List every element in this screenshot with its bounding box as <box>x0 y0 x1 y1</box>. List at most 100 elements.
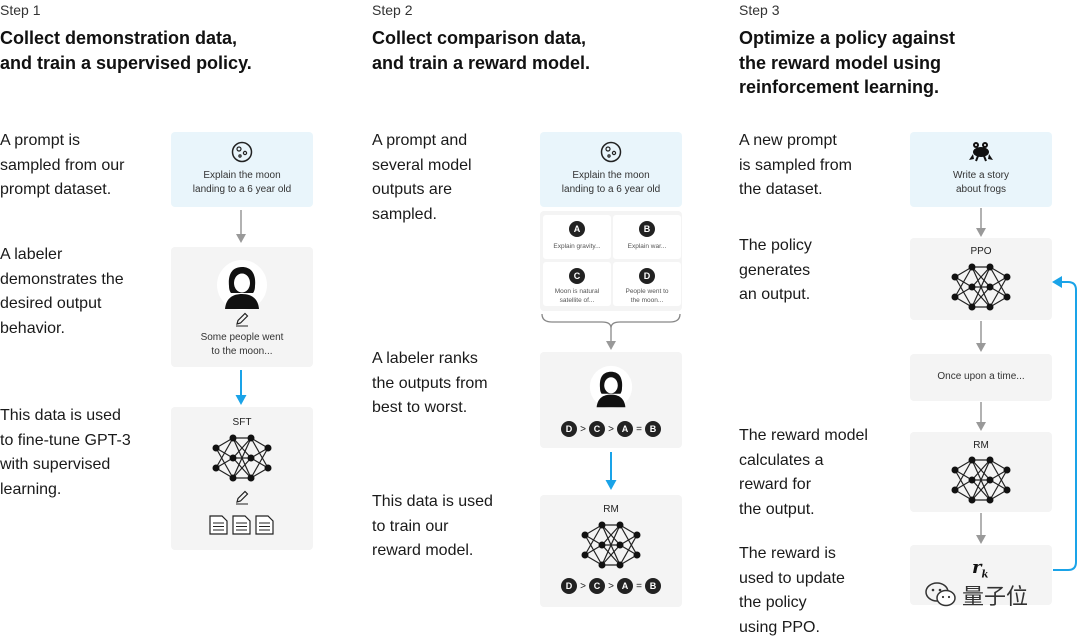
moon-icon <box>600 141 622 163</box>
desc-line: A prompt and <box>372 132 468 149</box>
step2-title-line1: Collect comparison data, <box>372 28 587 48</box>
desc-line: the outputs from <box>372 374 488 392</box>
output-card-b: B Explain war... <box>613 215 681 259</box>
neural-network-icon <box>951 456 1011 504</box>
frog-icon <box>969 142 993 162</box>
output-card-c: C Moon is natural satellite of... <box>543 262 611 306</box>
bracket-arrow <box>541 313 681 350</box>
flow-arrow <box>236 210 246 243</box>
desc-line: generates <box>739 261 811 279</box>
ppo-update-arrow <box>1052 276 1077 571</box>
neural-network-icon <box>951 263 1011 311</box>
desc-line: The reward model <box>739 427 868 444</box>
desc-line: with supervised <box>0 456 111 473</box>
rank-letter: D <box>561 421 577 437</box>
output-letter: B <box>639 221 655 237</box>
sft-label: SFT <box>232 417 252 428</box>
output-letter: A <box>569 221 585 237</box>
rm-label: RM <box>973 440 989 451</box>
step1-label: Step 1 <box>0 2 41 18</box>
watermark-text: 量子位 <box>962 584 1029 609</box>
step3-desc-update: The reward is used to update the policy … <box>739 542 845 640</box>
prompt-line2: about frogs <box>955 184 1007 195</box>
step2-desc-train: This data is used to train our reward mo… <box>372 490 493 564</box>
output-text: Moon is natural satellite of... <box>543 287 611 305</box>
output-card-a: A Explain gravity... <box>543 215 611 259</box>
rank-letter: A <box>617 578 633 594</box>
desc-line: is sampled from <box>739 156 852 174</box>
rank-operator: > <box>608 580 614 592</box>
rank-operator: = <box>636 423 642 435</box>
output-text-line: People went to <box>625 288 669 295</box>
step3-label: Step 3 <box>739 2 780 18</box>
step3-title: Optimize a policy against the reward mod… <box>739 26 955 100</box>
desc-line: sampled from our <box>0 156 125 174</box>
desc-line: the output. <box>739 500 815 518</box>
rank-letter: C <box>589 421 605 437</box>
step3-desc-reward-model: The reward model calculates a reward for… <box>739 424 868 522</box>
output-text-line: satellite of... <box>559 297 595 304</box>
pencil-icon <box>236 490 249 505</box>
prompt-line1: Write a story <box>953 170 1009 181</box>
step1-title: Collect demonstration data, and train a … <box>0 26 252 75</box>
step2-title-line2: and train a reward model. <box>372 52 591 73</box>
policy-output-text: Once upon a time... <box>937 371 1025 382</box>
output-text: People went to the moon... <box>613 287 681 305</box>
prompt-line2: landing to a 6 year old <box>192 184 292 195</box>
desc-line: to train our <box>372 517 449 535</box>
desc-line: best to worst. <box>372 399 468 416</box>
step1-prompt-box: Explain the moon landing to a 6 year old <box>171 132 313 207</box>
rank-letter: B <box>645 578 661 594</box>
ranking-row: D > C > A = B <box>540 578 682 594</box>
output-letter: C <box>569 268 585 284</box>
step3-rm-box: RM <box>910 432 1052 512</box>
output-text-line: Moon is natural <box>554 288 600 295</box>
step3-reward-box: rk <box>910 545 1052 605</box>
desc-line: outputs are <box>372 181 453 198</box>
desc-line: This data is used <box>372 493 493 510</box>
step2-title: Collect comparison data, and train a rew… <box>372 26 590 75</box>
labeler-avatar-icon <box>589 365 633 409</box>
pencil-icon <box>236 312 249 327</box>
reward-symbol: rk <box>972 557 988 581</box>
desc-line: prompt dataset. <box>0 181 112 198</box>
prompt-line2: landing to a 6 year old <box>561 184 661 195</box>
output-text: Explain war... <box>627 243 667 250</box>
step3-desc-policy: The policy generates an output. <box>739 234 812 308</box>
flow-arrow <box>976 321 986 352</box>
rank-letter: B <box>645 421 661 437</box>
desc-line: The policy <box>739 237 812 254</box>
output-card-d: D People went to the moon... <box>613 262 681 306</box>
output-letter: D <box>639 268 655 284</box>
step2-desc-sample: A prompt and several model outputs are s… <box>372 129 472 227</box>
demo-line1: Some people went <box>200 332 284 343</box>
desc-line: calculates a <box>739 451 824 469</box>
desc-line: behavior. <box>0 319 65 337</box>
step1-demo-box: Some people went to the moon... <box>171 247 313 367</box>
step2-rm-box: RM D > C > A = B <box>540 495 682 607</box>
flow-arrow <box>976 208 986 237</box>
output-text: Explain gravity... <box>553 243 601 250</box>
output-text-line: the moon... <box>630 297 664 304</box>
desc-line: A new prompt <box>739 132 837 149</box>
ppo-label: PPO <box>970 246 992 257</box>
desc-line: the dataset. <box>739 181 823 198</box>
reward-symbol-r: r <box>972 557 982 578</box>
step1-desc-prompt: A prompt is sampled from our prompt data… <box>0 129 125 203</box>
moon-icon <box>231 141 253 163</box>
desc-line: reward model. <box>372 542 474 559</box>
step1-desc-labeler: A labeler demonstrates the desired outpu… <box>0 243 124 341</box>
flow-arrow <box>976 402 986 431</box>
rank-operator: > <box>580 580 586 592</box>
ranking-row: D > C > A = B <box>540 421 682 437</box>
desc-line: This data is used <box>0 407 121 424</box>
step3-desc-prompt: A new prompt is sampled from the dataset… <box>739 129 852 203</box>
desc-line: desired output <box>0 295 102 312</box>
rank-operator: > <box>608 423 614 435</box>
desc-line: using PPO. <box>739 618 820 636</box>
desc-line: used to update <box>739 569 845 587</box>
step1-sft-box: SFT <box>171 407 313 550</box>
step2-ranking-box: D > C > A = B <box>540 352 682 448</box>
desc-line: A labeler ranks <box>372 350 478 367</box>
desc-line: A labeler <box>0 246 63 263</box>
